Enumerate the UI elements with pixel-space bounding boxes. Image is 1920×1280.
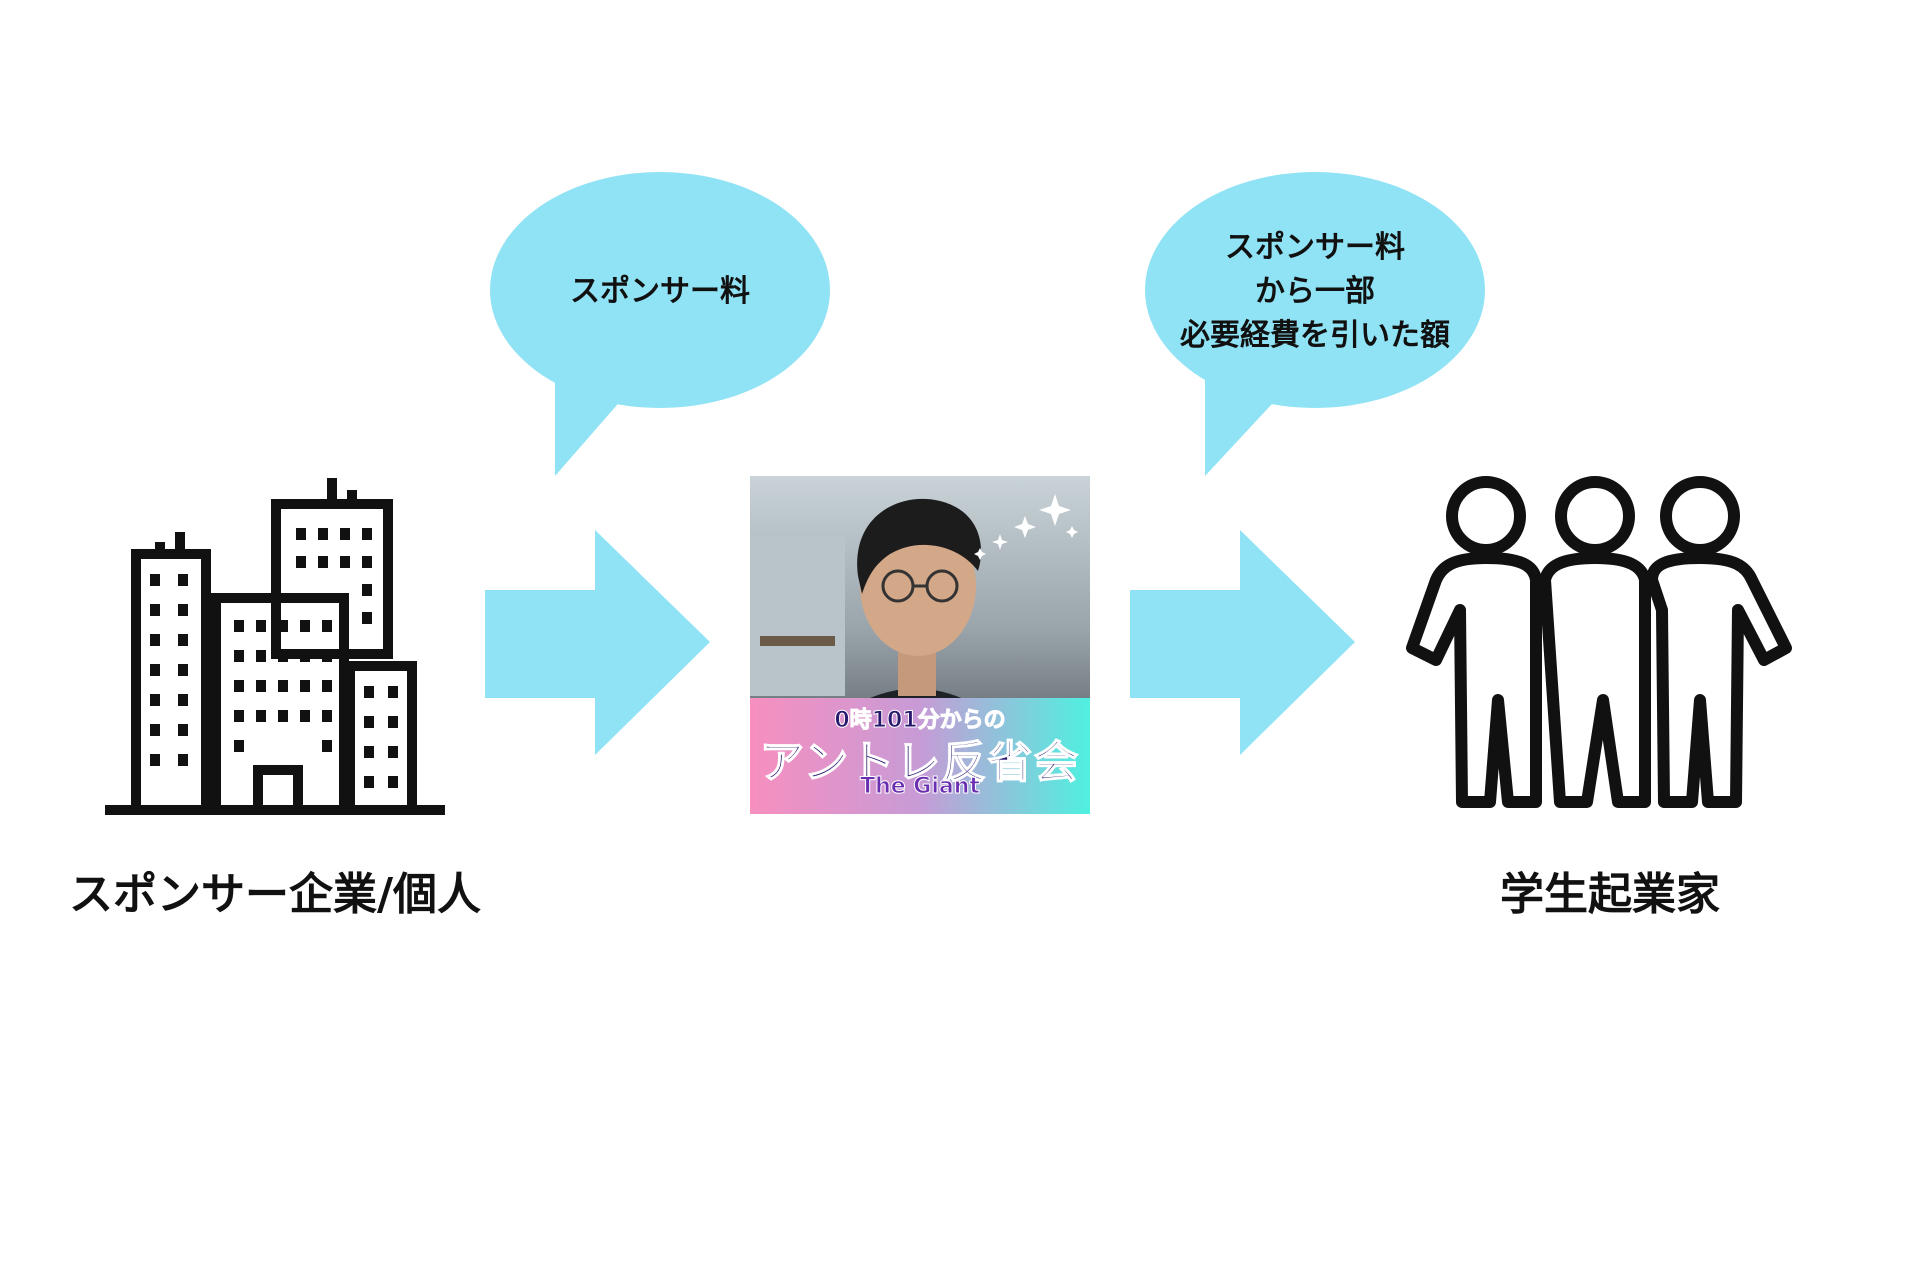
bubble-sponsor-fee-text: スポンサー料: [490, 270, 830, 314]
speech-bubble-partial-fee: [1145, 172, 1485, 476]
podcast-tagline: The Giant: [860, 774, 981, 800]
office-buildings-icon: [105, 478, 445, 815]
bubble-line: 必要経費を引いた額: [1180, 318, 1450, 353]
bubble-line: スポンサー料: [570, 274, 750, 309]
podcast-title-banner: [750, 698, 1090, 814]
sponsor-label: スポンサー企業/個人: [68, 869, 482, 920]
bubble-line: から一部: [1255, 274, 1375, 309]
podcast-subtitle: 0時101分からの: [834, 708, 1006, 734]
speech-bubble-sponsor-fee: [490, 172, 830, 476]
students-label: 学生起業家: [1500, 869, 1720, 920]
three-people-icon: [1406, 476, 1792, 808]
podcast-cover-image: 0時101分からの アントレ反省会 The Giant: [750, 476, 1090, 814]
arrow-right-icon: [485, 530, 710, 755]
arrow-right-icon: [1130, 530, 1355, 755]
bubble-partial-fee-text: スポンサー料 から一部 必要経費を引いた額: [1145, 226, 1485, 358]
podcast-title: アントレ反省会: [759, 736, 1081, 789]
bubble-line: スポンサー料: [1225, 230, 1405, 265]
